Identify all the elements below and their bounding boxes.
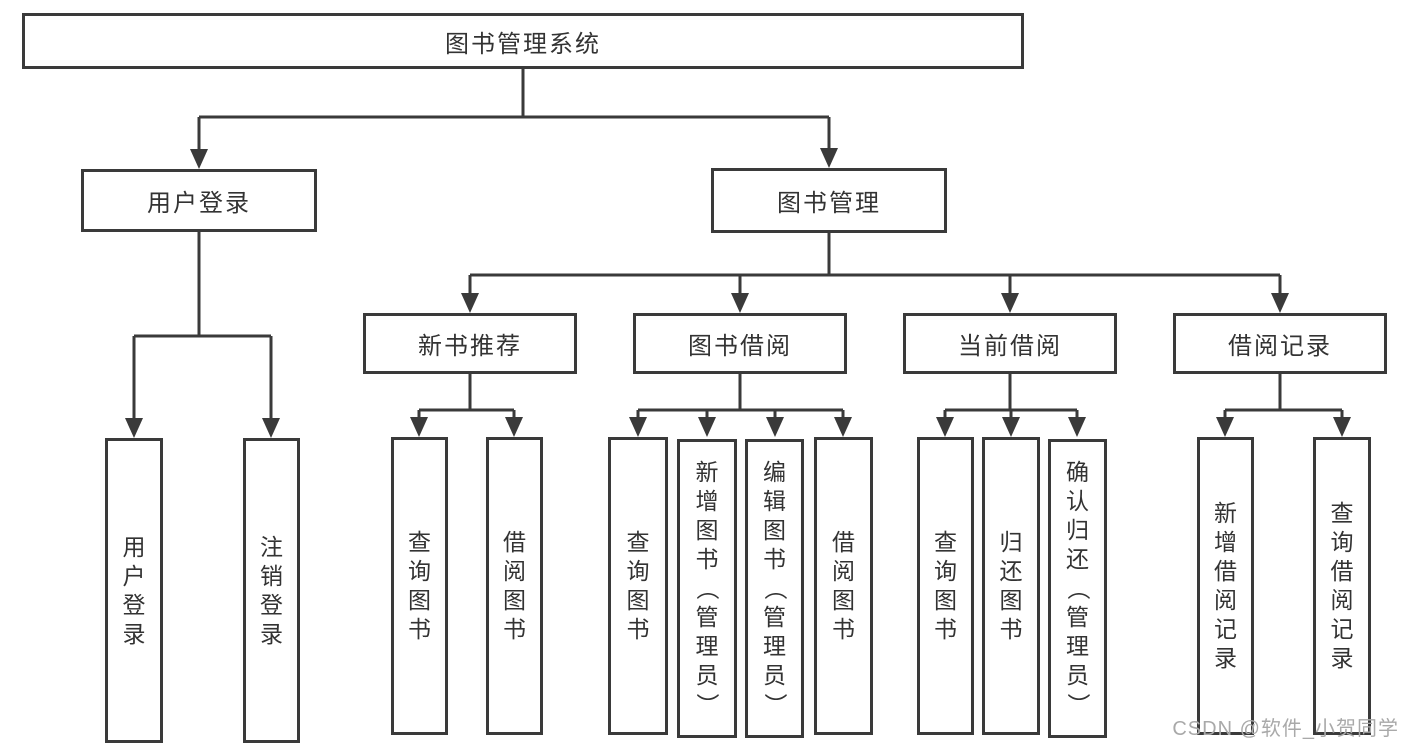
- node-root-label: 图书管理系统: [445, 30, 601, 58]
- leaf-bb-borrow-books: 借阅图书: [814, 437, 873, 735]
- node-book-borrow-label: 图书借阅: [688, 333, 792, 360]
- node-borrow-records-label: 借阅记录: [1228, 333, 1332, 360]
- node-current-borrow: 当前借阅: [903, 313, 1117, 374]
- leaf-bb-edit-books-admin: 编辑图书（管理员）: [745, 439, 804, 738]
- node-borrow-records: 借阅记录: [1173, 313, 1387, 374]
- leaf-bb-edit-books-admin-label: 编辑图书（管理员）: [762, 459, 788, 717]
- leaf-nb-query-books-label: 查询图书: [408, 529, 431, 642]
- leaf-nb-borrow-books: 借阅图书: [486, 437, 543, 735]
- leaf-logout: 注销登录: [243, 438, 300, 743]
- leaf-bb-add-books-admin: 新增图书（管理员）: [677, 439, 737, 738]
- leaf-cb-confirm-return-admin: 确认归还（管理员）: [1048, 439, 1107, 738]
- node-new-book-recommend-label: 新书推荐: [418, 333, 522, 360]
- leaf-logout-label: 注销登录: [260, 533, 283, 647]
- node-book-management-label: 图书管理: [777, 190, 881, 217]
- node-root-system: 图书管理系统: [22, 13, 1024, 69]
- leaf-bb-add-books-admin-label: 新增图书（管理员）: [694, 459, 721, 717]
- leaf-user-login-label: 用户登录: [122, 533, 146, 647]
- leaf-bb-query-books: 查询图书: [608, 437, 668, 735]
- node-new-book-recommend: 新书推荐: [363, 313, 577, 374]
- leaf-cb-query-books-label: 查询图书: [934, 529, 957, 642]
- node-current-borrow-label: 当前借阅: [958, 333, 1062, 360]
- leaf-cb-return-books: 归还图书: [982, 437, 1040, 735]
- leaf-cb-return-books-label: 归还图书: [999, 529, 1023, 642]
- node-user-login: 用户登录: [81, 169, 317, 232]
- leaf-cb-query-books: 查询图书: [917, 437, 974, 735]
- leaf-nb-query-books: 查询图书: [391, 437, 448, 735]
- leaf-cb-confirm-return-admin-label: 确认归还（管理员）: [1065, 459, 1091, 717]
- leaf-bb-borrow-books-label: 借阅图书: [832, 529, 855, 642]
- node-user-login-label: 用户登录: [147, 190, 251, 217]
- leaf-bb-query-books-label: 查询图书: [626, 529, 650, 642]
- node-book-management: 图书管理: [711, 168, 947, 233]
- leaf-user-login: 用户登录: [105, 438, 163, 743]
- leaf-br-add-record: 新增借阅记录: [1197, 437, 1254, 735]
- leaf-br-query-record: 查询借阅记录: [1313, 437, 1371, 735]
- leaf-br-add-record-label: 新增借阅记录: [1214, 500, 1237, 671]
- watermark: CSDN @软件_小贺同学: [1172, 718, 1399, 740]
- leaf-br-query-record-label: 查询借阅记录: [1330, 500, 1354, 671]
- leaf-nb-borrow-books-label: 借阅图书: [503, 529, 526, 642]
- node-book-borrow: 图书借阅: [633, 313, 847, 374]
